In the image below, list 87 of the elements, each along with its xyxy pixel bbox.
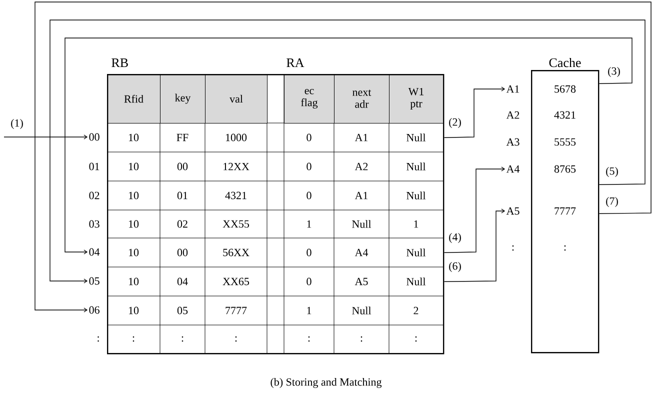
cache-address: : [512,245,514,251]
table-cell: XX55 [222,220,250,228]
header-cell: W1 ptr [389,74,444,124]
arrow [34,2,652,312]
table-cell: 1 [307,220,312,228]
table-cell: Null [406,248,426,256]
table-frame [107,74,444,354]
table-cell: XX65 [222,278,250,286]
row-address: 00 [89,133,100,141]
edge-label: (7) [606,197,618,207]
table-cell: 56XX [223,248,250,256]
cache-address: A5 [506,207,520,215]
table-cell: Null [406,278,426,286]
table-cell: 02 [177,220,188,228]
table-cell: 7777 [226,306,247,314]
table-cell: : [235,336,237,342]
table-cell: 04 [177,278,188,286]
edge-label: (6) [449,262,461,272]
table-cell: A5 [354,278,368,286]
row-address: 05 [89,277,100,285]
table-cell: 00 [177,162,188,170]
arrow [64,38,632,254]
table-cell: 1 [414,220,418,228]
table-cell: 10 [128,134,139,142]
table-cell: 2 [414,306,418,314]
arrow [444,208,506,282]
cache-value: : [564,245,566,251]
table-cell: 12XX [224,162,250,170]
table-cell: 0 [306,192,312,200]
arrow [50,20,646,284]
cache-address: A4 [506,165,520,173]
row-address: 04 [89,248,100,256]
table-cell: 10 [128,162,139,170]
table-cell: 0 [306,248,312,256]
cache-address: A1 [506,85,520,93]
cache-value: 5555 [554,138,576,146]
table-cell: 0 [306,278,312,286]
table-cell: : [308,336,310,342]
header-cell: Rfid [107,74,160,124]
edge-label: (3) [608,67,620,77]
table-cell: A4 [354,248,368,256]
table-cell: 10 [128,220,139,228]
table-cell: Null [352,220,372,228]
cache-value: 4321 [554,111,576,119]
table-cell: 10 [128,278,139,286]
row-address: 06 [89,306,100,314]
arrow [444,86,506,138]
cache-address: A2 [506,111,520,119]
table-cell: 1 [307,306,312,314]
edge-label: (1) [11,119,23,129]
header-cell: key [160,74,206,124]
cache-address: A3 [506,138,520,146]
table-cell: 10 [128,248,139,256]
table-cell: : [132,336,134,342]
table-cell: : [182,336,184,342]
edge-label: (4) [449,233,461,243]
table-cell: Null [406,134,426,142]
edge-label: (5) [606,167,618,177]
table-cell: : [415,336,417,342]
box-title: Cache [549,58,581,68]
table-cell: 10 [128,306,139,314]
arrow [444,166,506,253]
header-cell: next adr [334,74,390,124]
table-cell: A1 [354,134,368,142]
table-cell: 00 [177,248,188,256]
table-cell: 4321 [225,192,246,200]
caption: (b) Storing and Matching [270,378,382,388]
table-cell: 05 [177,306,188,314]
table-cell: FF [176,134,188,142]
table-cell: : [360,336,362,342]
table-cell: 0 [306,162,312,170]
cache-value: 8765 [554,165,576,173]
table-cell: A2 [354,162,368,170]
edge-label: (2) [449,118,461,128]
table-cell: 1000 [226,134,247,142]
cache-value: 7777 [554,207,576,215]
table-cell: 0 [306,134,312,142]
table-cell: Null [352,306,372,314]
table-cell: Null [406,192,426,200]
table-cell: 10 [128,192,139,200]
table-cell: Null [406,162,426,170]
table-cell: A1 [354,192,368,200]
cache-value: 5678 [554,85,576,93]
header-cell: val [205,74,268,124]
header-cell: ec flag [284,74,334,124]
arrow [4,134,88,140]
table-cell: 01 [177,192,188,200]
